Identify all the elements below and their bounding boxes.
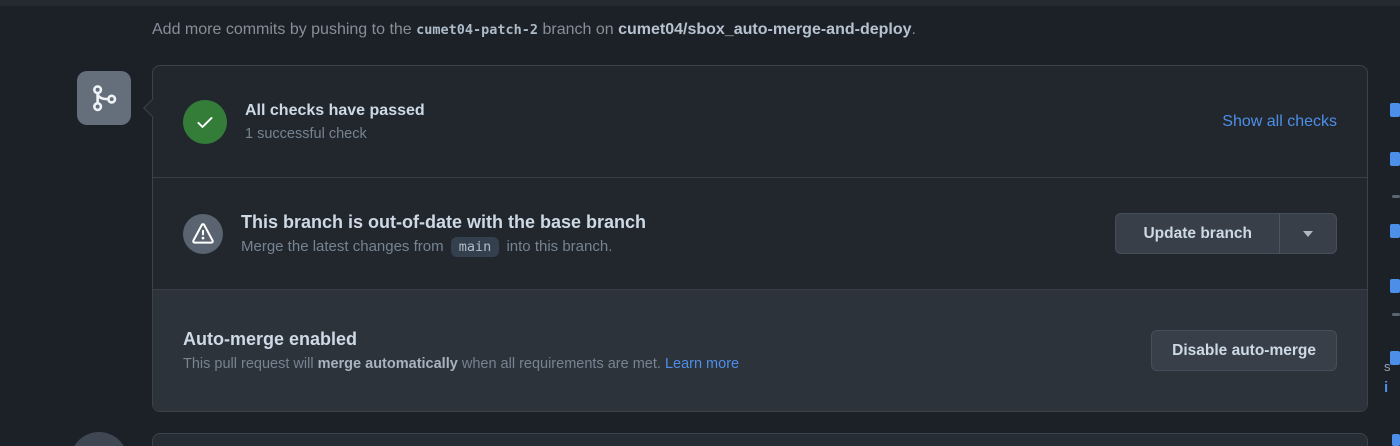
clipped-text-fragment <box>1390 224 1400 238</box>
repo-name: cumet04/sbox_auto-merge-and-deploy <box>618 21 912 38</box>
auto-merge-desc-bold: merge automatically <box>317 355 458 372</box>
git-merge-icon <box>77 71 131 125</box>
clipped-text-fragment <box>1390 152 1400 166</box>
push-note-prefix: Add more commits by pushing to the <box>152 21 417 38</box>
clipped-text-fragment <box>1390 279 1400 293</box>
branch-update-description: Merge the latest changes from main into … <box>241 237 646 258</box>
checks-subtitle: 1 successful check <box>245 125 367 142</box>
update-branch-button[interactable]: Update branch <box>1115 213 1279 254</box>
merge-status-box: All checks have passed 1 successful chec… <box>142 65 1368 412</box>
show-all-checks-link[interactable]: Show all checks <box>1222 112 1337 130</box>
user-avatar[interactable] <box>70 432 128 446</box>
base-branch-label[interactable]: main <box>450 237 500 258</box>
push-note-middle: branch on <box>538 21 619 38</box>
auto-merge-text-block: Auto-merge enabled This pull request wil… <box>183 329 739 372</box>
push-note-suffix: . <box>911 21 916 38</box>
update-branch-dropdown-button[interactable] <box>1279 213 1337 254</box>
disable-auto-merge-button[interactable]: Disable auto-merge <box>1151 330 1337 371</box>
checks-text-block: All checks have passed 1 successful chec… <box>245 101 425 141</box>
clipped-text-fragment <box>1390 103 1400 117</box>
update-branch-split-button: Update branch <box>1115 213 1337 254</box>
checks-passed-icon <box>183 99 227 144</box>
branch-update-title: This branch is out-of-date with the base… <box>241 211 647 232</box>
chevron-down-icon <box>1303 230 1313 237</box>
checks-title: All checks have passed <box>245 102 425 120</box>
branch-update-desc-suffix: into this branch. <box>506 238 613 256</box>
previous-section-edge <box>0 0 1400 6</box>
learn-more-link[interactable]: Learn more <box>664 355 740 372</box>
clipped-text-fragment <box>1392 195 1400 198</box>
branch-update-row: This branch is out-of-date with the base… <box>153 178 1367 290</box>
clipped-text-fragment: s <box>1384 359 1391 374</box>
branch-update-text-block: This branch is out-of-date with the base… <box>241 211 647 258</box>
clipped-text-fragment <box>1392 434 1400 446</box>
clipped-text-fragment <box>1392 313 1400 316</box>
auto-merge-title: Auto-merge enabled <box>183 329 358 350</box>
auto-merge-row: Auto-merge enabled This pull request wil… <box>153 290 1367 411</box>
push-commits-note: Add more commits by pushing to the cumet… <box>152 21 916 39</box>
alert-icon <box>183 213 223 254</box>
auto-merge-desc-suffix: when all requirements are met. <box>457 355 665 372</box>
head-branch-name: cumet04-patch-2 <box>416 22 539 38</box>
next-timeline-box <box>152 433 1368 446</box>
clipped-text-fragment <box>1390 351 1400 365</box>
checks-status-row: All checks have passed 1 successful chec… <box>153 66 1367 178</box>
auto-merge-desc-prefix: This pull request will <box>183 355 318 372</box>
clipped-text-fragment: i <box>1384 379 1389 396</box>
branch-update-desc-prefix: Merge the latest changes from <box>241 238 444 256</box>
auto-merge-description: This pull request will merge automatical… <box>183 356 739 372</box>
